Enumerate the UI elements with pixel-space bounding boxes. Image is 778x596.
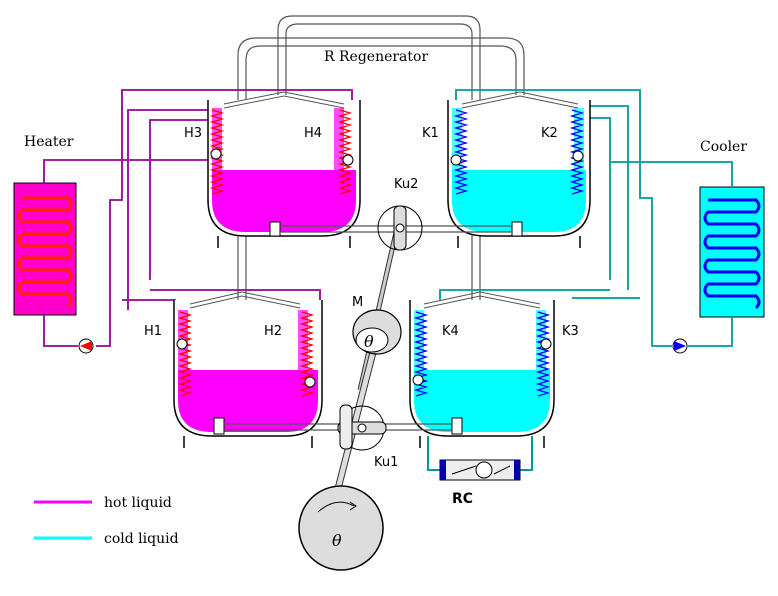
rc-label: RC <box>452 491 473 507</box>
motor-theta-label: θ <box>364 332 374 351</box>
cooler-label: Cooler <box>700 139 747 155</box>
tank-k1-k2 <box>447 91 591 248</box>
float-indicators <box>176 148 584 388</box>
cooler-pipes <box>439 89 733 347</box>
legend: hot liquid cold liquid <box>34 495 179 547</box>
cooler-coil <box>703 198 761 310</box>
regenerator-label: R Regenerator <box>324 49 428 65</box>
cooler <box>699 186 765 318</box>
k2-coil <box>569 109 585 195</box>
legend-cold-label: cold liquid <box>104 531 179 547</box>
flywheel: θ <box>298 485 384 571</box>
h3-label: H3 <box>184 126 202 141</box>
h1-label: H1 <box>144 324 162 339</box>
tank-k3-k4 <box>409 291 555 448</box>
ku1-label: Ku1 <box>374 455 398 470</box>
k4-label: K4 <box>442 324 459 339</box>
ku1-crank <box>337 404 387 451</box>
k1-coil <box>453 109 469 195</box>
flywheel-theta-label: θ <box>332 531 342 550</box>
motor-m: θ <box>352 309 402 355</box>
k1-label: K1 <box>422 126 439 141</box>
regenerator-pipes <box>237 15 525 300</box>
ku2-label: Ku2 <box>394 177 418 192</box>
heater <box>13 182 77 316</box>
m-label: M <box>352 295 363 310</box>
ku2-crank <box>377 205 423 251</box>
h2-label: H2 <box>264 324 282 339</box>
legend-hot-label: hot liquid <box>104 495 172 511</box>
rc-unit <box>427 436 533 481</box>
hot-pump <box>78 338 94 354</box>
k2-label: K2 <box>541 126 558 141</box>
k3-label: K3 <box>562 324 579 339</box>
heater-label: Heater <box>24 134 74 150</box>
k3-coil <box>535 311 551 397</box>
heater-coil <box>17 196 73 308</box>
h4-label: H4 <box>304 126 322 141</box>
tank-h3-h4 <box>207 91 361 248</box>
h1-coil <box>177 311 193 397</box>
h4-coil <box>337 109 353 195</box>
cold-pump <box>672 338 688 354</box>
tank-h1-h2 <box>173 291 323 448</box>
